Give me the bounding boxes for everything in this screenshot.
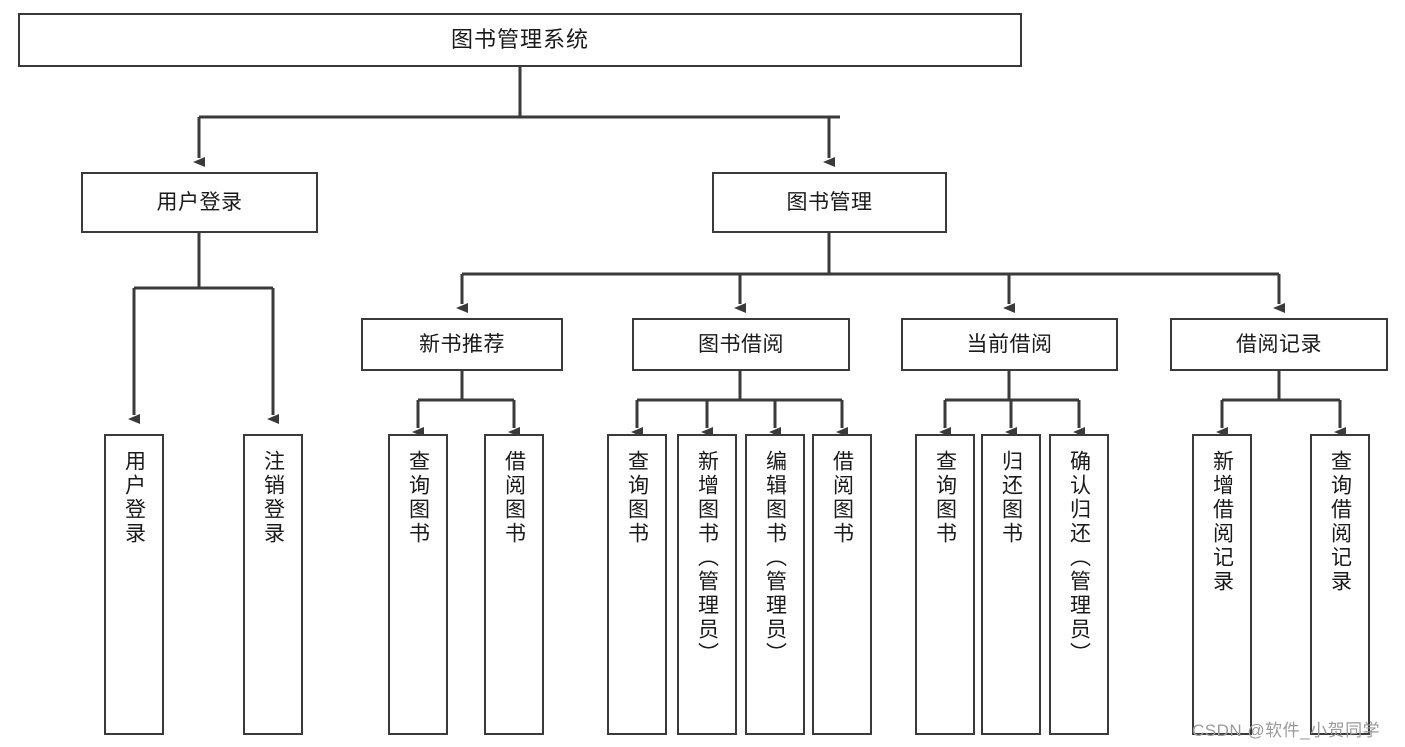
leaf-book-borrow-edit-book-admin[interactable]: 编辑图书（管理员）	[745, 434, 805, 735]
leaf-current-borrow-return-book[interactable]: 归还图书	[981, 434, 1041, 735]
node-label: 借阅记录	[1236, 332, 1322, 356]
node-label: 查询图书	[406, 450, 430, 546]
node-label: 查询图书	[933, 450, 957, 546]
leaf-borrow-record-add-record[interactable]: 新增借阅记录	[1192, 434, 1252, 735]
node-borrow-record[interactable]: 借阅记录	[1170, 318, 1388, 371]
node-label: 确认归还（管理员）	[1067, 450, 1091, 666]
node-label: 编辑图书（管理员）	[763, 450, 787, 666]
node-root-book-management-system[interactable]: 图书管理系统	[18, 13, 1022, 67]
node-book-management[interactable]: 图书管理	[712, 172, 947, 233]
node-label: 图书管理	[786, 190, 873, 214]
node-label: 借阅图书	[502, 450, 526, 546]
leaf-new-book-borrow-book[interactable]: 借阅图书	[484, 434, 544, 735]
node-label: 归还图书	[999, 450, 1023, 546]
node-label: 查询图书	[625, 450, 649, 546]
csdn-watermark: CSDN @软件_小贺同学	[1192, 721, 1381, 740]
leaf-current-borrow-confirm-return-admin[interactable]: 确认归还（管理员）	[1049, 434, 1109, 735]
node-label: 查询借阅记录	[1328, 450, 1352, 594]
node-label: 借阅图书	[830, 450, 854, 546]
node-label: 用户登录	[156, 190, 243, 214]
leaf-user-login-logout[interactable]: 注销登录	[243, 434, 303, 735]
leaf-borrow-record-query-record[interactable]: 查询借阅记录	[1310, 434, 1370, 735]
leaf-new-book-query-book[interactable]: 查询图书	[388, 434, 448, 735]
node-label: 新增借阅记录	[1210, 450, 1234, 594]
node-label: 当前借阅	[966, 332, 1053, 356]
leaf-book-borrow-borrow-book[interactable]: 借阅图书	[812, 434, 872, 735]
node-user-login[interactable]: 用户登录	[81, 172, 318, 233]
node-label: 新增图书（管理员）	[695, 450, 719, 666]
node-label: 新书推荐	[419, 332, 505, 356]
node-label: 用户登录	[122, 450, 146, 546]
node-label: 图书管理系统	[450, 26, 589, 52]
leaf-current-borrow-query-book[interactable]: 查询图书	[915, 434, 975, 735]
node-label: 图书借阅	[698, 332, 784, 356]
leaf-book-borrow-add-book-admin[interactable]: 新增图书（管理员）	[677, 434, 737, 735]
leaf-book-borrow-query-book[interactable]: 查询图书	[607, 434, 667, 735]
node-book-borrow[interactable]: 图书借阅	[632, 318, 850, 371]
node-new-book-recommend[interactable]: 新书推荐	[361, 318, 563, 371]
node-current-borrow[interactable]: 当前借阅	[901, 318, 1118, 371]
leaf-user-login-login[interactable]: 用户登录	[104, 434, 164, 735]
node-label: 注销登录	[261, 450, 285, 546]
